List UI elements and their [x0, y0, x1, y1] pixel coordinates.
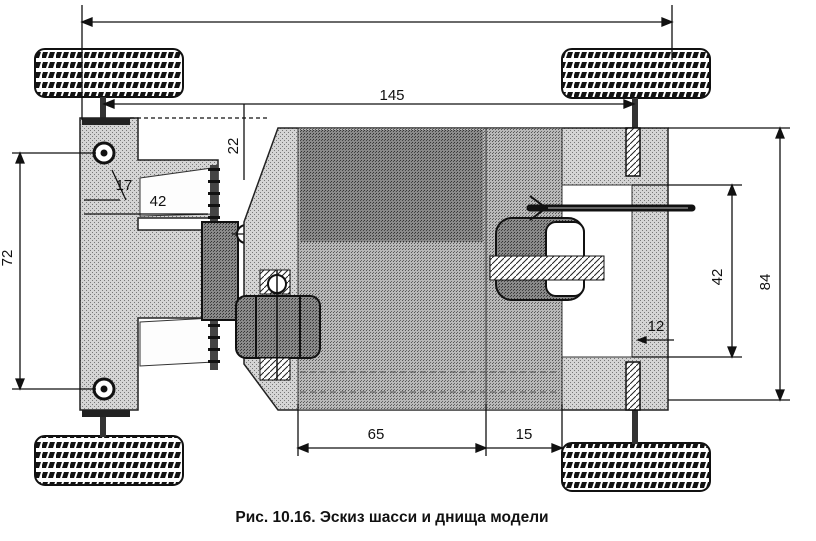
- battery-core: [300, 130, 483, 242]
- prop-blade: [529, 195, 548, 221]
- dim-84: 84: [757, 274, 774, 291]
- figure-caption: Рис. 10.16. Эскиз шасси и днища модели: [0, 509, 816, 527]
- rear-shaft-hatch: [489, 255, 605, 281]
- dim-145: 145: [379, 87, 404, 104]
- frame-cutout-lower: [139, 317, 215, 367]
- wheel-rear-right: [561, 442, 711, 492]
- front-pivot-bottom-center: [100, 385, 108, 393]
- wheel-front-left: [34, 48, 184, 98]
- dim-17: 17: [116, 177, 133, 194]
- axle-mount-top: [82, 118, 130, 125]
- dim-72: 72: [0, 250, 16, 267]
- dim-42-left: 42: [150, 193, 167, 210]
- wheel-rear-left: [34, 435, 184, 486]
- dim-65: 65: [368, 426, 385, 443]
- motor-mount-hatch-bottom: [259, 357, 291, 381]
- dim-22: 22: [225, 138, 242, 155]
- wheel-front-right: [561, 48, 711, 99]
- dim-15: 15: [516, 426, 533, 443]
- axle-mount-bottom: [82, 410, 130, 417]
- dim-12: 12: [648, 318, 665, 335]
- dim-42-right: 42: [709, 269, 726, 286]
- dimension-lines: [12, 5, 790, 456]
- figure-caption-text: Рис. 10.16. Эскиз шасси и днища модели: [235, 509, 549, 526]
- gear-block: [201, 221, 239, 321]
- bearing-bottom: [625, 361, 641, 411]
- front-pivot-top-center: [100, 149, 108, 157]
- motor-left: [235, 295, 321, 359]
- bearing-top: [625, 127, 641, 177]
